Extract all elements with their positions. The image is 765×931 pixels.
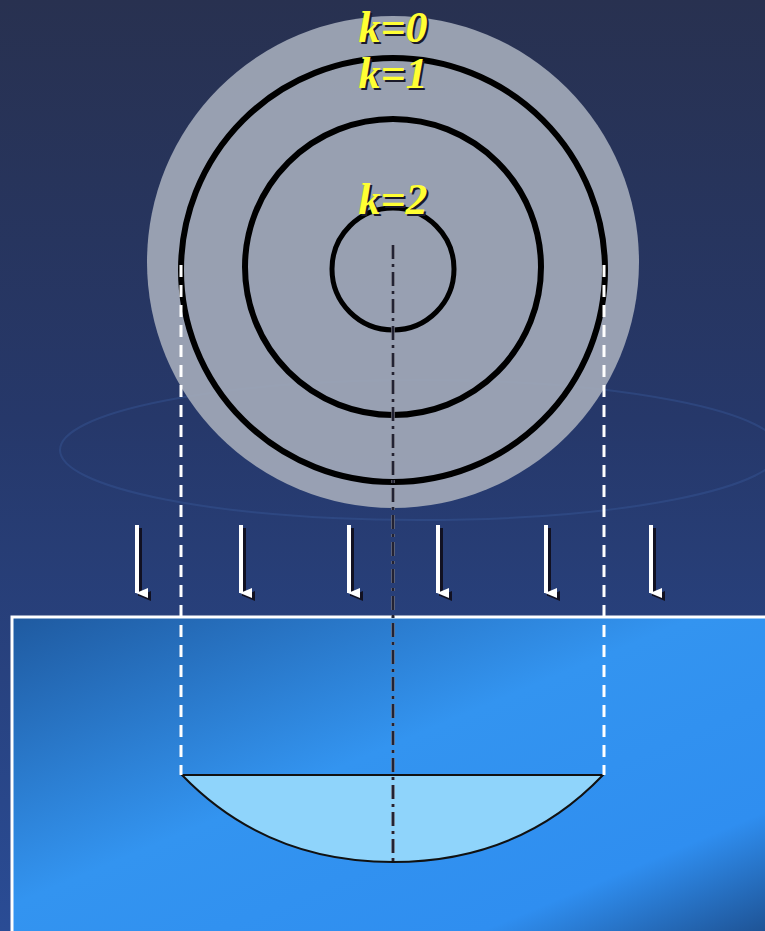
glass-plate [12,617,765,931]
order-label: k=0 [358,6,427,50]
order-label: k=2 [358,178,427,222]
order-label: k=1 [358,52,427,96]
axis-line [393,245,394,862]
incident-light-arrows [137,525,654,596]
